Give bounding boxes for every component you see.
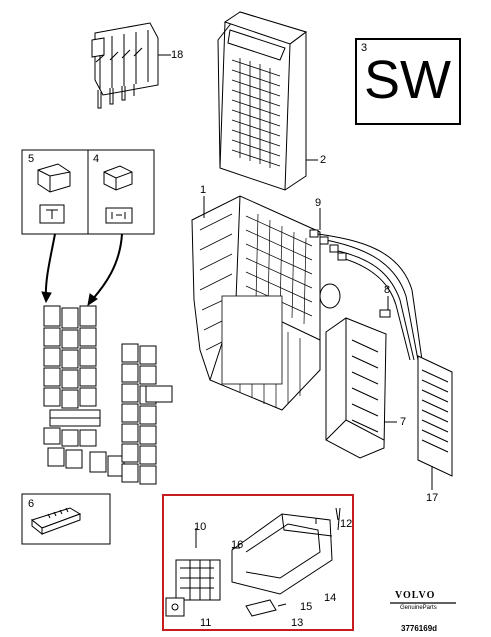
callout-12: 12	[340, 518, 353, 530]
sw-variant-box: 3 SW	[355, 38, 460, 124]
callout-9: 9	[315, 197, 322, 209]
part-6-box	[21, 493, 111, 545]
brand-tagline: GenuineParts	[400, 605, 437, 611]
part-number: 3776169d	[401, 624, 438, 633]
part-9-wiring	[309, 229, 423, 361]
part-7-relay-holder	[325, 317, 397, 459]
callout-10: 10	[194, 521, 207, 533]
relay-stack	[43, 305, 173, 485]
callout-7: 7	[400, 416, 407, 428]
callout-16: 16	[231, 539, 244, 551]
relay-legend-boxes	[21, 149, 155, 235]
part-2-cover	[217, 11, 318, 191]
callout-3: 3	[361, 42, 368, 54]
callout-2: 2	[320, 154, 327, 166]
callout-4: 4	[93, 153, 100, 165]
callout-18: 18	[171, 49, 184, 61]
part-1-central-module	[191, 195, 341, 411]
callout-5: 5	[28, 153, 35, 165]
detail-parts-10-16	[165, 507, 341, 617]
sw-label: SW	[364, 50, 451, 110]
callout-11: 11	[200, 617, 212, 629]
callout-1: 1	[200, 184, 207, 196]
callout-14: 14	[324, 592, 337, 604]
callout-17: 17	[426, 492, 439, 504]
part-18-connector-clip	[91, 22, 171, 109]
callout-13: 13	[291, 617, 304, 629]
callout-8: 8	[384, 284, 391, 296]
brand-name: VOLVO	[395, 590, 436, 601]
callout-15: 15	[300, 601, 313, 613]
part-17-label-card	[417, 355, 453, 490]
callout-6: 6	[28, 498, 35, 510]
